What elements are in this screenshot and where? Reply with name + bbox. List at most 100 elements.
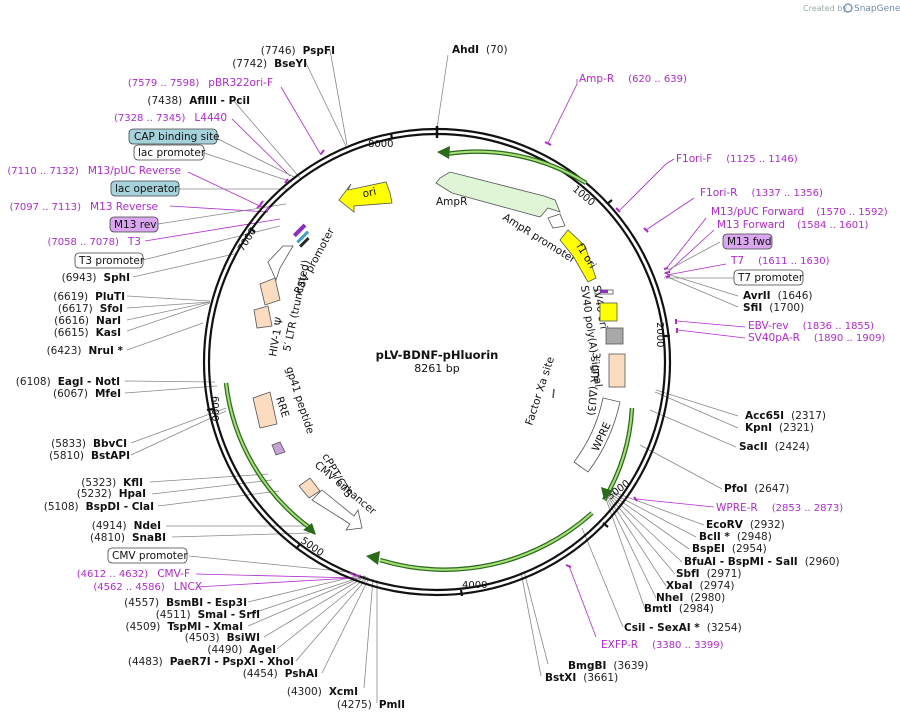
svg-text:(4557)BsmBI - Esp3I: (4557)BsmBI - Esp3I	[124, 597, 247, 609]
site-pos: (4300)	[287, 686, 322, 698]
svg-text:(7328 .. 7345)L4440: (7328 .. 7345)L4440	[114, 112, 227, 124]
rre-bar	[252, 391, 278, 429]
site-pos: (6617)	[58, 303, 93, 315]
svg-text:(7746)PspFI: (7746)PspFI	[261, 45, 335, 57]
primer-name: F1ori-F	[676, 153, 712, 165]
site-name: XcmI	[329, 686, 358, 698]
svg-text:SbfI(2971): SbfI(2971)	[676, 568, 741, 580]
site-name: BmgBI	[568, 660, 606, 672]
primer-name: T3	[127, 236, 141, 248]
site-name: BstXI	[545, 672, 576, 684]
site-pos: (4557)	[124, 597, 159, 609]
svg-text:SfiI(1700): SfiI (1700)	[743, 302, 804, 314]
site-pos: (2980)	[690, 592, 725, 604]
primer-pos: (1125 .. 1146)	[726, 154, 798, 165]
svg-text:(4562 .. 4586)LNCX: (4562 .. 4586)LNCX	[93, 581, 202, 593]
svg-text:(7097 .. 7113)M13 Reverse: (7097 .. 7113)M13 Reverse	[10, 201, 158, 213]
lac-promoter-box	[133, 144, 205, 161]
factor-xa-mark	[552, 388, 555, 399]
t3-promoter-box	[74, 252, 144, 269]
svg-text:(6616)NarI: (6616)NarI	[54, 315, 121, 327]
site-pos: (7742)	[232, 58, 267, 70]
primer-marks	[256, 141, 678, 577]
cppt-bar	[298, 477, 321, 499]
cmv-promoter-box	[107, 547, 188, 564]
site-name: XbaI	[666, 580, 693, 592]
svg-text:BspEI(2954): BspEI(2954)	[692, 543, 767, 555]
site-name: HpaI	[119, 488, 146, 500]
svg-text:(5810)BstAPI: (5810)BstAPI	[49, 450, 130, 462]
f1-ori-arrow	[559, 229, 597, 283]
site-name: PshAI	[285, 668, 318, 680]
primer-pos: (7097 .. 7113)	[10, 202, 82, 213]
site-name: AgeI	[249, 644, 276, 656]
svg-text:(6108)EagI - NotI: (6108)EagI - NotI	[16, 376, 120, 388]
cap-binding-box	[128, 128, 218, 145]
site-name: CsiI - SexAI *	[624, 622, 700, 634]
snapgene-label: SnapGene	[854, 4, 900, 14]
site-pos: (4503)	[185, 632, 220, 644]
svg-text:KpnI(2321): KpnI(2321)	[745, 422, 814, 434]
left-enzyme-labels: (4275)PmlI (4300)XcmI (4454)PshAI (4483)…	[16, 45, 405, 711]
site-leader-lines	[124, 49, 739, 703]
site-pos: (4511)	[156, 609, 191, 621]
site-name: SbfI	[676, 568, 700, 580]
svg-text:Amp-R(620 .. 639): Amp-R(620 .. 639)	[579, 73, 687, 85]
svg-text:BmgBI(3639): BmgBI(3639)	[568, 660, 648, 672]
svg-text:M13/pUC Forward(1570 .. 1592): M13/pUC Forward(1570 .. 1592)	[711, 206, 888, 218]
svg-text:AvrII(1646): AvrII(1646)	[743, 290, 813, 302]
site-name: NruI *	[89, 345, 124, 357]
svg-text:(4483)PaeR7I - PspXI - XhoI: (4483)PaeR7I - PspXI - XhoI	[128, 656, 294, 668]
tick-6000: 6000	[209, 396, 220, 421]
svg-text:(4612 .. 4632)CMV-F: (4612 .. 4632)CMV-F	[77, 568, 190, 580]
site-pos: (4454)	[243, 668, 278, 680]
site-name: SfiI	[743, 302, 762, 314]
site-pos: (4509)	[125, 621, 160, 633]
lac-operator-label: lac operator	[115, 183, 179, 195]
site-name: PluTI	[95, 291, 125, 303]
rre-label: RRE	[273, 395, 291, 419]
wpre-feature-arrow	[573, 397, 621, 473]
primer-name: CMV-F	[157, 568, 190, 580]
rsv-promoter-label: RSV promoter	[292, 226, 337, 297]
svg-text:(5833)BbvCI: (5833)BbvCI	[51, 438, 127, 450]
site-name: KflI	[123, 477, 143, 489]
site-name: SacII	[739, 441, 768, 453]
ori-feature-arrow	[338, 181, 393, 213]
primer-name: LNCX	[174, 581, 202, 593]
site-pos: (1700)	[769, 302, 804, 314]
site-name: SfoI	[100, 303, 123, 315]
site-pos: (1646)	[778, 290, 813, 302]
svg-text:(4914)NdeI: (4914)NdeI	[92, 520, 161, 532]
site-name: EcoRV	[706, 519, 744, 531]
svg-text:BfuAI - BspMI - SalI(2960): BfuAI - BspMI - SalI(2960)	[684, 556, 840, 568]
site-pos: (4490)	[207, 644, 242, 656]
site-pos: (5833)	[51, 438, 86, 450]
factor-xa-label: Factor Xa site	[523, 355, 556, 427]
t7-promoter-label: T7 promoter	[737, 272, 804, 284]
tick-5000: 5000	[298, 535, 325, 559]
site-pos: (5232)	[77, 488, 112, 500]
svg-text:F1ori-F(1125 .. 1146): F1ori-F (1125 .. 1146)	[676, 153, 798, 165]
site-pos: (3254)	[707, 622, 742, 634]
primer-pos: (7328 .. 7345)	[114, 113, 186, 124]
site-name: KpnI	[745, 422, 772, 434]
site-pos: (2424)	[775, 441, 810, 453]
sv40-polya-bar	[599, 302, 618, 322]
grey-feature-bar	[605, 327, 624, 345]
primer-name: EBV-rev	[748, 320, 789, 332]
svg-text:(5323)KflI: (5323)KflI	[81, 477, 143, 489]
site-name: BstAPI	[91, 450, 130, 462]
svg-text:(6943)SphI: (6943)SphI	[62, 272, 130, 284]
svg-text:AhdI(70): AhdI(70)	[452, 44, 508, 56]
cds-arrowheads	[303, 146, 613, 565]
tick-8000: 8000	[368, 139, 393, 150]
site-pos: (2647)	[754, 483, 789, 495]
svg-text:(7579 .. 7598)pBR322ori-F: (7579 .. 7598)pBR322ori-F	[128, 77, 273, 89]
site-name: NarI	[96, 315, 121, 327]
svg-text:(4810)SnaBI: (4810)SnaBI	[90, 532, 166, 544]
svg-text:EBV-rev(1836 .. 1855): EBV-rev(1836 .. 1855)	[748, 320, 874, 332]
site-name: PmlI	[379, 699, 405, 711]
primer-pos: (620 .. 639)	[628, 74, 687, 85]
primer-pos: (2853 .. 2873)	[772, 503, 844, 514]
